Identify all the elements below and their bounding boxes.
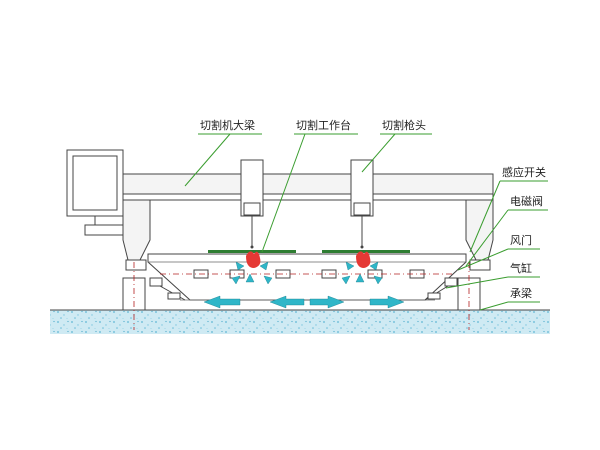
svg-text:承梁: 承梁 [510, 286, 532, 300]
gantry-left-leg [122, 199, 151, 271]
torch-carriage-left [240, 159, 264, 249]
label-cutting-table: 切割工作台 [261, 118, 358, 253]
work-plates [208, 250, 410, 253]
label-cylinder: 气缸 [445, 261, 540, 289]
torch-flame-right [356, 251, 371, 268]
label-solenoid-valve: 电磁阀 [465, 194, 548, 267]
label-cutting-torch: 切割枪头 [361, 118, 432, 173]
svg-text:切割机大梁: 切割机大梁 [200, 118, 255, 132]
control-cabinet [66, 149, 130, 236]
label-gantry-beam: 切割机大梁 [184, 118, 262, 187]
right-support [424, 262, 481, 330]
label-sensor-switch: 感应开关 [469, 165, 548, 253]
gantry-beam [122, 173, 494, 201]
svg-text:切割枪头: 切割枪头 [382, 118, 426, 132]
label-support-beam: 承梁 [479, 286, 540, 311]
suction-arrows [231, 261, 383, 285]
svg-text:气缸: 气缸 [510, 261, 532, 275]
svg-text:风门: 风门 [510, 233, 532, 247]
ground-floor [50, 309, 550, 334]
left-support [122, 262, 186, 330]
svg-text:切割工作台: 切割工作台 [296, 118, 351, 132]
svg-text:感应开关: 感应开关 [502, 165, 546, 179]
label-air-door: 风门 [457, 233, 540, 271]
svg-text:电磁阀: 电磁阀 [510, 194, 543, 208]
torch-flame-left [246, 251, 261, 268]
torch-carriage-right [350, 159, 374, 249]
airflow-arrows [203, 295, 405, 309]
